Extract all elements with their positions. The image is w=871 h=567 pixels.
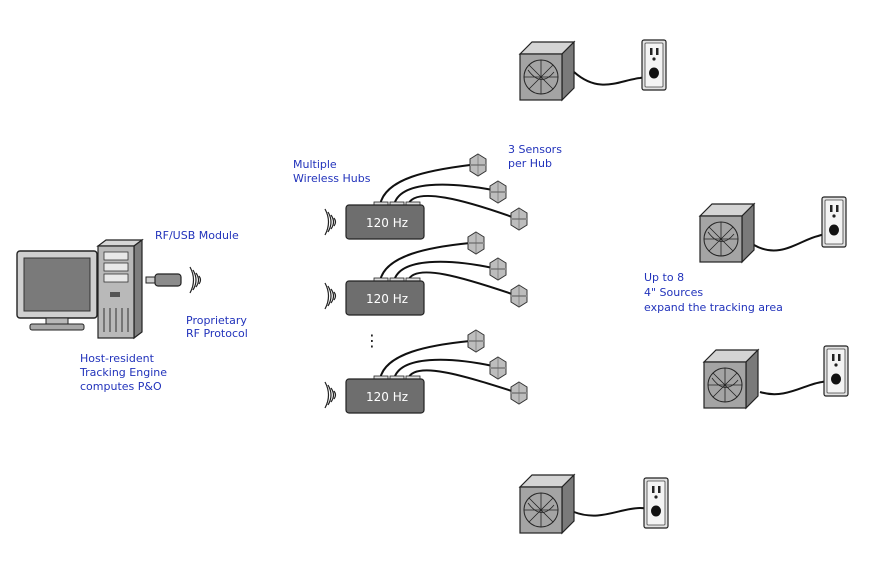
- wireless-signal-icon: [324, 208, 337, 236]
- sensors-label-line1: 3 Sensors: [508, 143, 562, 156]
- sources-label-line3: expand the tracking area: [644, 301, 783, 314]
- wireless-signal-icon: [189, 266, 202, 294]
- hubs-label-line1: Multiple: [293, 158, 337, 171]
- sensor-icon: [467, 329, 485, 353]
- protocol-label-line1: Proprietary: [186, 314, 247, 327]
- sensor-icon: [510, 207, 528, 231]
- wall-outlet-icon: [823, 345, 849, 397]
- hub-icon: [345, 378, 425, 414]
- wireless-signal-icon: [324, 282, 337, 310]
- hub-rate-label: 120 Hz: [366, 292, 408, 306]
- rf-usb-module-label: RF/USB Module: [155, 229, 239, 242]
- wall-outlet-icon: [821, 196, 847, 248]
- sensor-icon: [489, 180, 507, 204]
- hub-group: 120 Hz: [324, 153, 528, 240]
- sensor-icon: [510, 284, 528, 308]
- host-label-line2: Tracking Engine: [79, 366, 167, 379]
- sensors-label-line2: per Hub: [508, 157, 552, 170]
- hub-rate-label: 120 Hz: [366, 390, 408, 404]
- source-group: [519, 39, 667, 101]
- sensor-icon: [489, 356, 507, 380]
- source-group: [519, 474, 669, 534]
- computer-icon: [16, 238, 144, 340]
- source-cube-icon: [699, 203, 755, 263]
- usb-dongle-icon: [145, 273, 182, 287]
- more-hubs-ellipsis: ⋮: [364, 331, 380, 350]
- sensor-icon: [510, 381, 528, 405]
- hub-icon: [345, 280, 425, 316]
- host-label-line3: computes P&O: [80, 380, 162, 393]
- sources-label-line1: Up to 8: [644, 271, 684, 284]
- protocol-label-line2: RF Protocol: [186, 327, 248, 340]
- host-label-line1: Host-resident: [80, 352, 155, 365]
- wireless-signal-icon: [324, 381, 337, 409]
- sources-label-line2: 4" Sources: [644, 286, 703, 299]
- sensor-icon: [467, 231, 485, 255]
- source-cube-icon: [519, 41, 575, 101]
- wall-outlet-icon: [643, 477, 669, 529]
- source-cube-icon: [519, 474, 575, 534]
- hub-group: 120 Hz: [324, 329, 528, 414]
- hub-rate-label: 120 Hz: [366, 216, 408, 230]
- source-group: [703, 345, 849, 409]
- sensor-icon: [469, 153, 487, 177]
- sensor-icon: [489, 257, 507, 281]
- hubs-label-line2: Wireless Hubs: [293, 172, 371, 185]
- wall-outlet-icon: [641, 39, 667, 91]
- hub-icon: [345, 204, 425, 240]
- source-group: [699, 196, 847, 263]
- source-cube-icon: [703, 349, 759, 409]
- hub-group: 120 Hz: [324, 231, 528, 316]
